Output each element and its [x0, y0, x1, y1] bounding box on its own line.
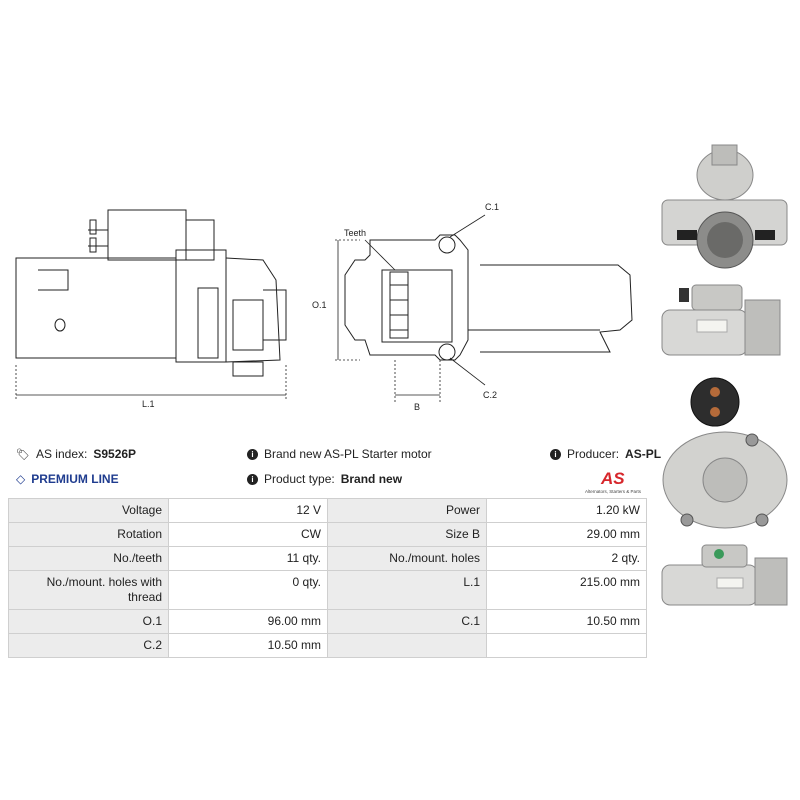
premium-line-row: ◇ PREMIUM LINE [16, 472, 119, 486]
premium-line-label: PREMIUM LINE [31, 472, 119, 486]
o1-dimension-label: O.1 [312, 300, 327, 310]
table-row: O.1 96.00 mm C.1 10.50 mm [8, 609, 647, 634]
table-row: No./mount. holes with thread 0 qty. L.1 … [8, 570, 647, 610]
spec-label [327, 633, 487, 658]
brand-row: i Brand new AS-PL Starter motor [247, 447, 432, 461]
starter-front-photo [661, 144, 788, 269]
svg-text:Alternators, Starters & Parts: Alternators, Starters & Parts [585, 489, 642, 494]
spec-value: 215.00 mm [486, 570, 647, 610]
table-row: Voltage 12 V Power 1.20 kW [8, 498, 647, 523]
spec-label: No./teeth [8, 546, 169, 571]
info-icon: i [247, 448, 258, 460]
spec-value [486, 633, 647, 658]
producer-value: AS-PL [625, 447, 662, 461]
c2-dimension-label: C.2 [483, 390, 497, 400]
table-row: C.2 10.50 mm [8, 633, 647, 658]
info-icon: i [247, 473, 258, 485]
spec-label: No./mount. holes with thread [8, 570, 169, 610]
table-row: Rotation CW Size B 29.00 mm [8, 522, 647, 547]
starter-side-photo-bottom [661, 544, 788, 606]
producer-row: i Producer: AS-PL [550, 447, 661, 461]
spec-label: Rotation [8, 522, 169, 547]
spec-label: Power [327, 498, 487, 523]
spec-value: 0 qty. [168, 570, 328, 610]
spec-value: 10.50 mm [168, 633, 328, 658]
spec-label: C.1 [327, 609, 487, 634]
as-index-row: 🏷︎ AS index: S9526P [16, 447, 136, 461]
as-index-label: AS index: [35, 447, 88, 461]
starter-side-photo-top [661, 284, 781, 356]
table-row: No./teeth 11 qty. No./mount. holes 2 qty… [8, 546, 647, 571]
spec-value: 96.00 mm [168, 609, 328, 634]
product-type-label: Product type: [264, 472, 335, 486]
front-view-drawing: Teeth O.1 B C.1 C.2 [312, 202, 633, 412]
spec-value: 1.20 kW [486, 498, 647, 523]
brand-text: Brand new AS-PL Starter motor [264, 447, 432, 461]
spec-label: No./mount. holes [327, 546, 487, 571]
specs-table: Voltage 12 V Power 1.20 kW Rotation CW S… [8, 498, 647, 658]
spec-value: 11 qty. [168, 546, 328, 571]
product-type-value: Brand new [340, 472, 403, 486]
spec-label: O.1 [8, 609, 169, 634]
spec-label: Voltage [8, 498, 169, 523]
spec-value: 10.50 mm [486, 609, 647, 634]
c1-dimension-label: C.1 [485, 202, 499, 212]
producer-label: Producer: [567, 447, 620, 461]
spec-label: Size B [327, 522, 487, 547]
starter-rear-photo [662, 377, 788, 529]
diamond-icon: ◇ [16, 472, 26, 486]
svg-text:AS: AS [600, 469, 625, 488]
product-photos [657, 140, 792, 615]
technical-drawings: L.1 Teeth O.1 B [0, 140, 650, 420]
side-view-drawing: L.1 [15, 209, 287, 409]
spec-label: L.1 [327, 570, 487, 610]
teeth-label: Teeth [344, 228, 366, 238]
l1-dimension-label: L.1 [142, 399, 155, 409]
info-icon: i [550, 448, 561, 460]
b-dimension-label: B [414, 402, 420, 412]
spec-value: CW [168, 522, 328, 547]
spec-value: 29.00 mm [486, 522, 647, 547]
spec-label: C.2 [8, 633, 169, 658]
tag-icon: 🏷︎ [16, 448, 30, 461]
as-index-value: S9526P [93, 447, 137, 461]
as-logo: AS Alternators, Starters & Parts [583, 466, 645, 496]
spec-value: 2 qty. [486, 546, 647, 571]
product-type-row: i Product type: Brand new [247, 472, 402, 486]
spec-value: 12 V [168, 498, 328, 523]
